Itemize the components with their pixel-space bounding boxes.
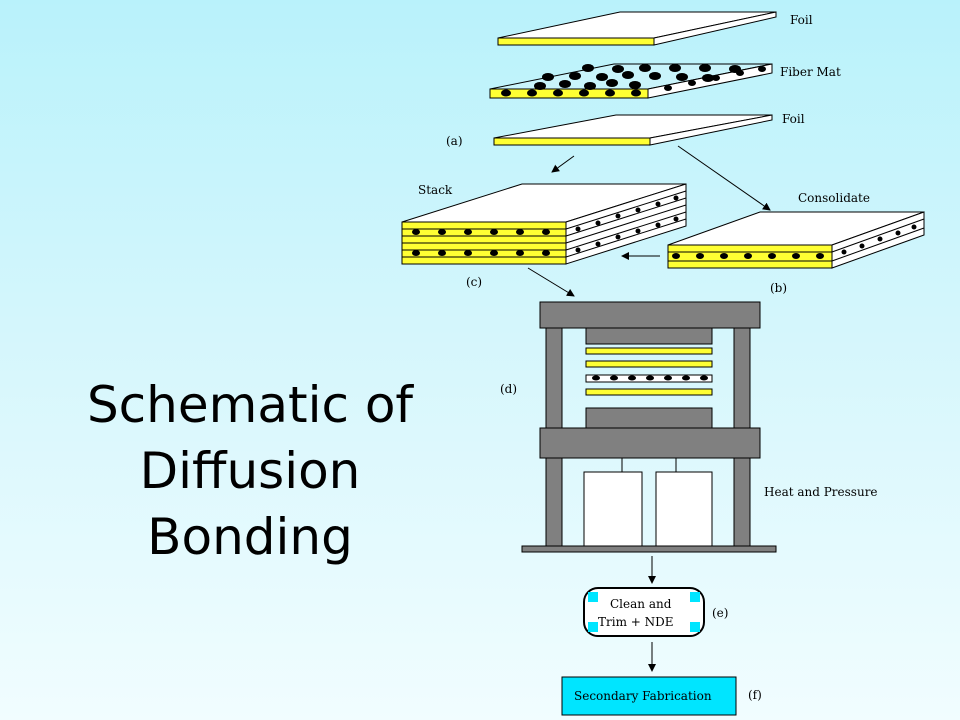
hot-press — [521, 301, 777, 553]
clean-trim-box — [583, 587, 705, 637]
fiber-mat-sheet — [489, 63, 773, 99]
title-line-3: Bonding — [147, 508, 353, 566]
step-a-label: (a) — [446, 134, 463, 148]
step-e-label: (e) — [712, 606, 728, 620]
clean-box-line-1: Clean and — [610, 597, 672, 611]
label-fiber-mat: Fiber Mat — [780, 65, 841, 79]
secondary-fabrication-label: Secondary Fabrication — [574, 689, 712, 703]
step-c-label: (c) — [466, 275, 482, 289]
label-stack: Stack — [418, 183, 453, 197]
step-b-label: (b) — [770, 281, 787, 295]
clean-box-line-2: Trim + NDE — [598, 615, 674, 629]
stack-layers — [401, 183, 687, 265]
title-line-1: Schematic of — [86, 376, 414, 434]
arrow-a-to-stack — [551, 155, 575, 173]
title-line-2: Diffusion — [139, 442, 361, 500]
step-d-label: (d) — [500, 382, 517, 396]
label-foil-top: Foil — [790, 13, 813, 27]
label-consolidate: Consolidate — [798, 191, 870, 205]
top-foil-sheet — [497, 11, 777, 46]
label-foil-bottom: Foil — [782, 112, 805, 126]
consolidated-panel — [667, 211, 925, 269]
press-fiber-layer — [592, 375, 708, 381]
step-f-label: (f) — [748, 688, 762, 702]
arrow-a-to-consolidate — [677, 145, 771, 211]
secondary-fabrication-box — [561, 676, 737, 716]
slide-title: Schematic of Diffusion Bonding — [40, 372, 460, 570]
arrow-stack-to-press — [527, 267, 575, 297]
label-heat-pressure: Heat and Pressure — [764, 485, 878, 499]
bottom-foil-sheet — [493, 114, 773, 146]
